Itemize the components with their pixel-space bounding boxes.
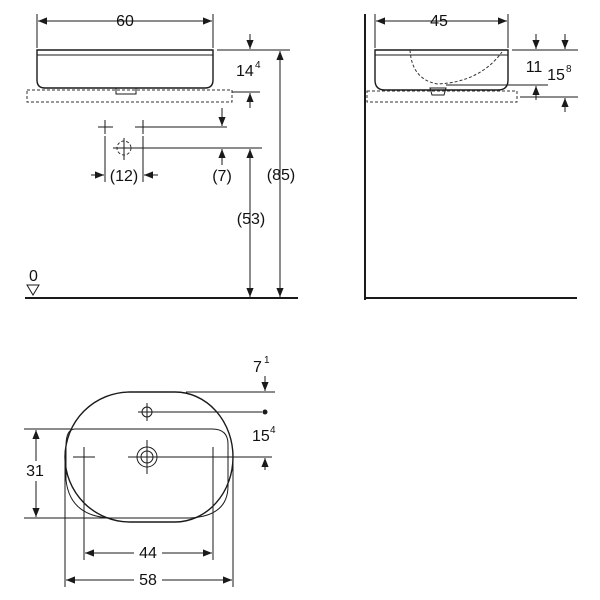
bowl-height-label: 14 <box>236 63 254 80</box>
drain-outlet <box>115 87 137 95</box>
inner-height-label: 11 <box>526 59 543 76</box>
outlet-height-label: (53) <box>237 211 265 228</box>
top-view: 7 1 15 4 31 44 58 <box>22 355 276 589</box>
inner-depth-label: 31 <box>26 463 44 480</box>
side-view: 45 11 15 8 <box>364 13 578 300</box>
rim-offset-label: 7 <box>253 359 262 376</box>
countertop <box>26 89 233 103</box>
front-view: 60 14 4 (7) (12) (53) <box>25 13 298 299</box>
basin-top-inner <box>65 428 229 519</box>
basin-side-outline <box>374 49 509 91</box>
fixing-point-left <box>73 447 95 467</box>
taphole-drain-label: 15 <box>252 428 270 445</box>
basin-front-outline <box>36 49 214 89</box>
bowl-height-sup: 4 <box>255 60 261 71</box>
tap-symbol-right <box>135 120 150 134</box>
overall-label-bg <box>134 569 162 589</box>
floor-level-triangle <box>26 284 40 296</box>
side-depth-label: 45 <box>430 13 448 30</box>
fixing-point-right <box>202 447 224 467</box>
outer-height-label: 15 <box>547 67 565 84</box>
tap-spacing-label: (12) <box>110 168 138 185</box>
rim-height-label: (85) <box>267 167 295 184</box>
outer-height-sup: 8 <box>566 64 572 75</box>
drain-offset-label: (7) <box>212 168 232 185</box>
inner-depth-label-bg <box>22 461 48 481</box>
overall-width-label: 58 <box>139 572 157 589</box>
floor-level-label: 0 <box>29 268 38 285</box>
rim-offset-sup: 1 <box>264 355 270 366</box>
side-countertop <box>366 90 518 103</box>
basin-inner-bowl-hidden <box>409 49 503 85</box>
tap-hole-reference-dot <box>262 409 268 415</box>
front-width-label: 60 <box>116 13 134 30</box>
tap-symbol-left <box>98 120 113 134</box>
side-drain-outlet <box>429 87 447 96</box>
fixing-spacing-label: 44 <box>139 545 157 562</box>
taphole-drain-sup: 4 <box>270 425 276 436</box>
fixing-label-bg <box>134 542 162 562</box>
